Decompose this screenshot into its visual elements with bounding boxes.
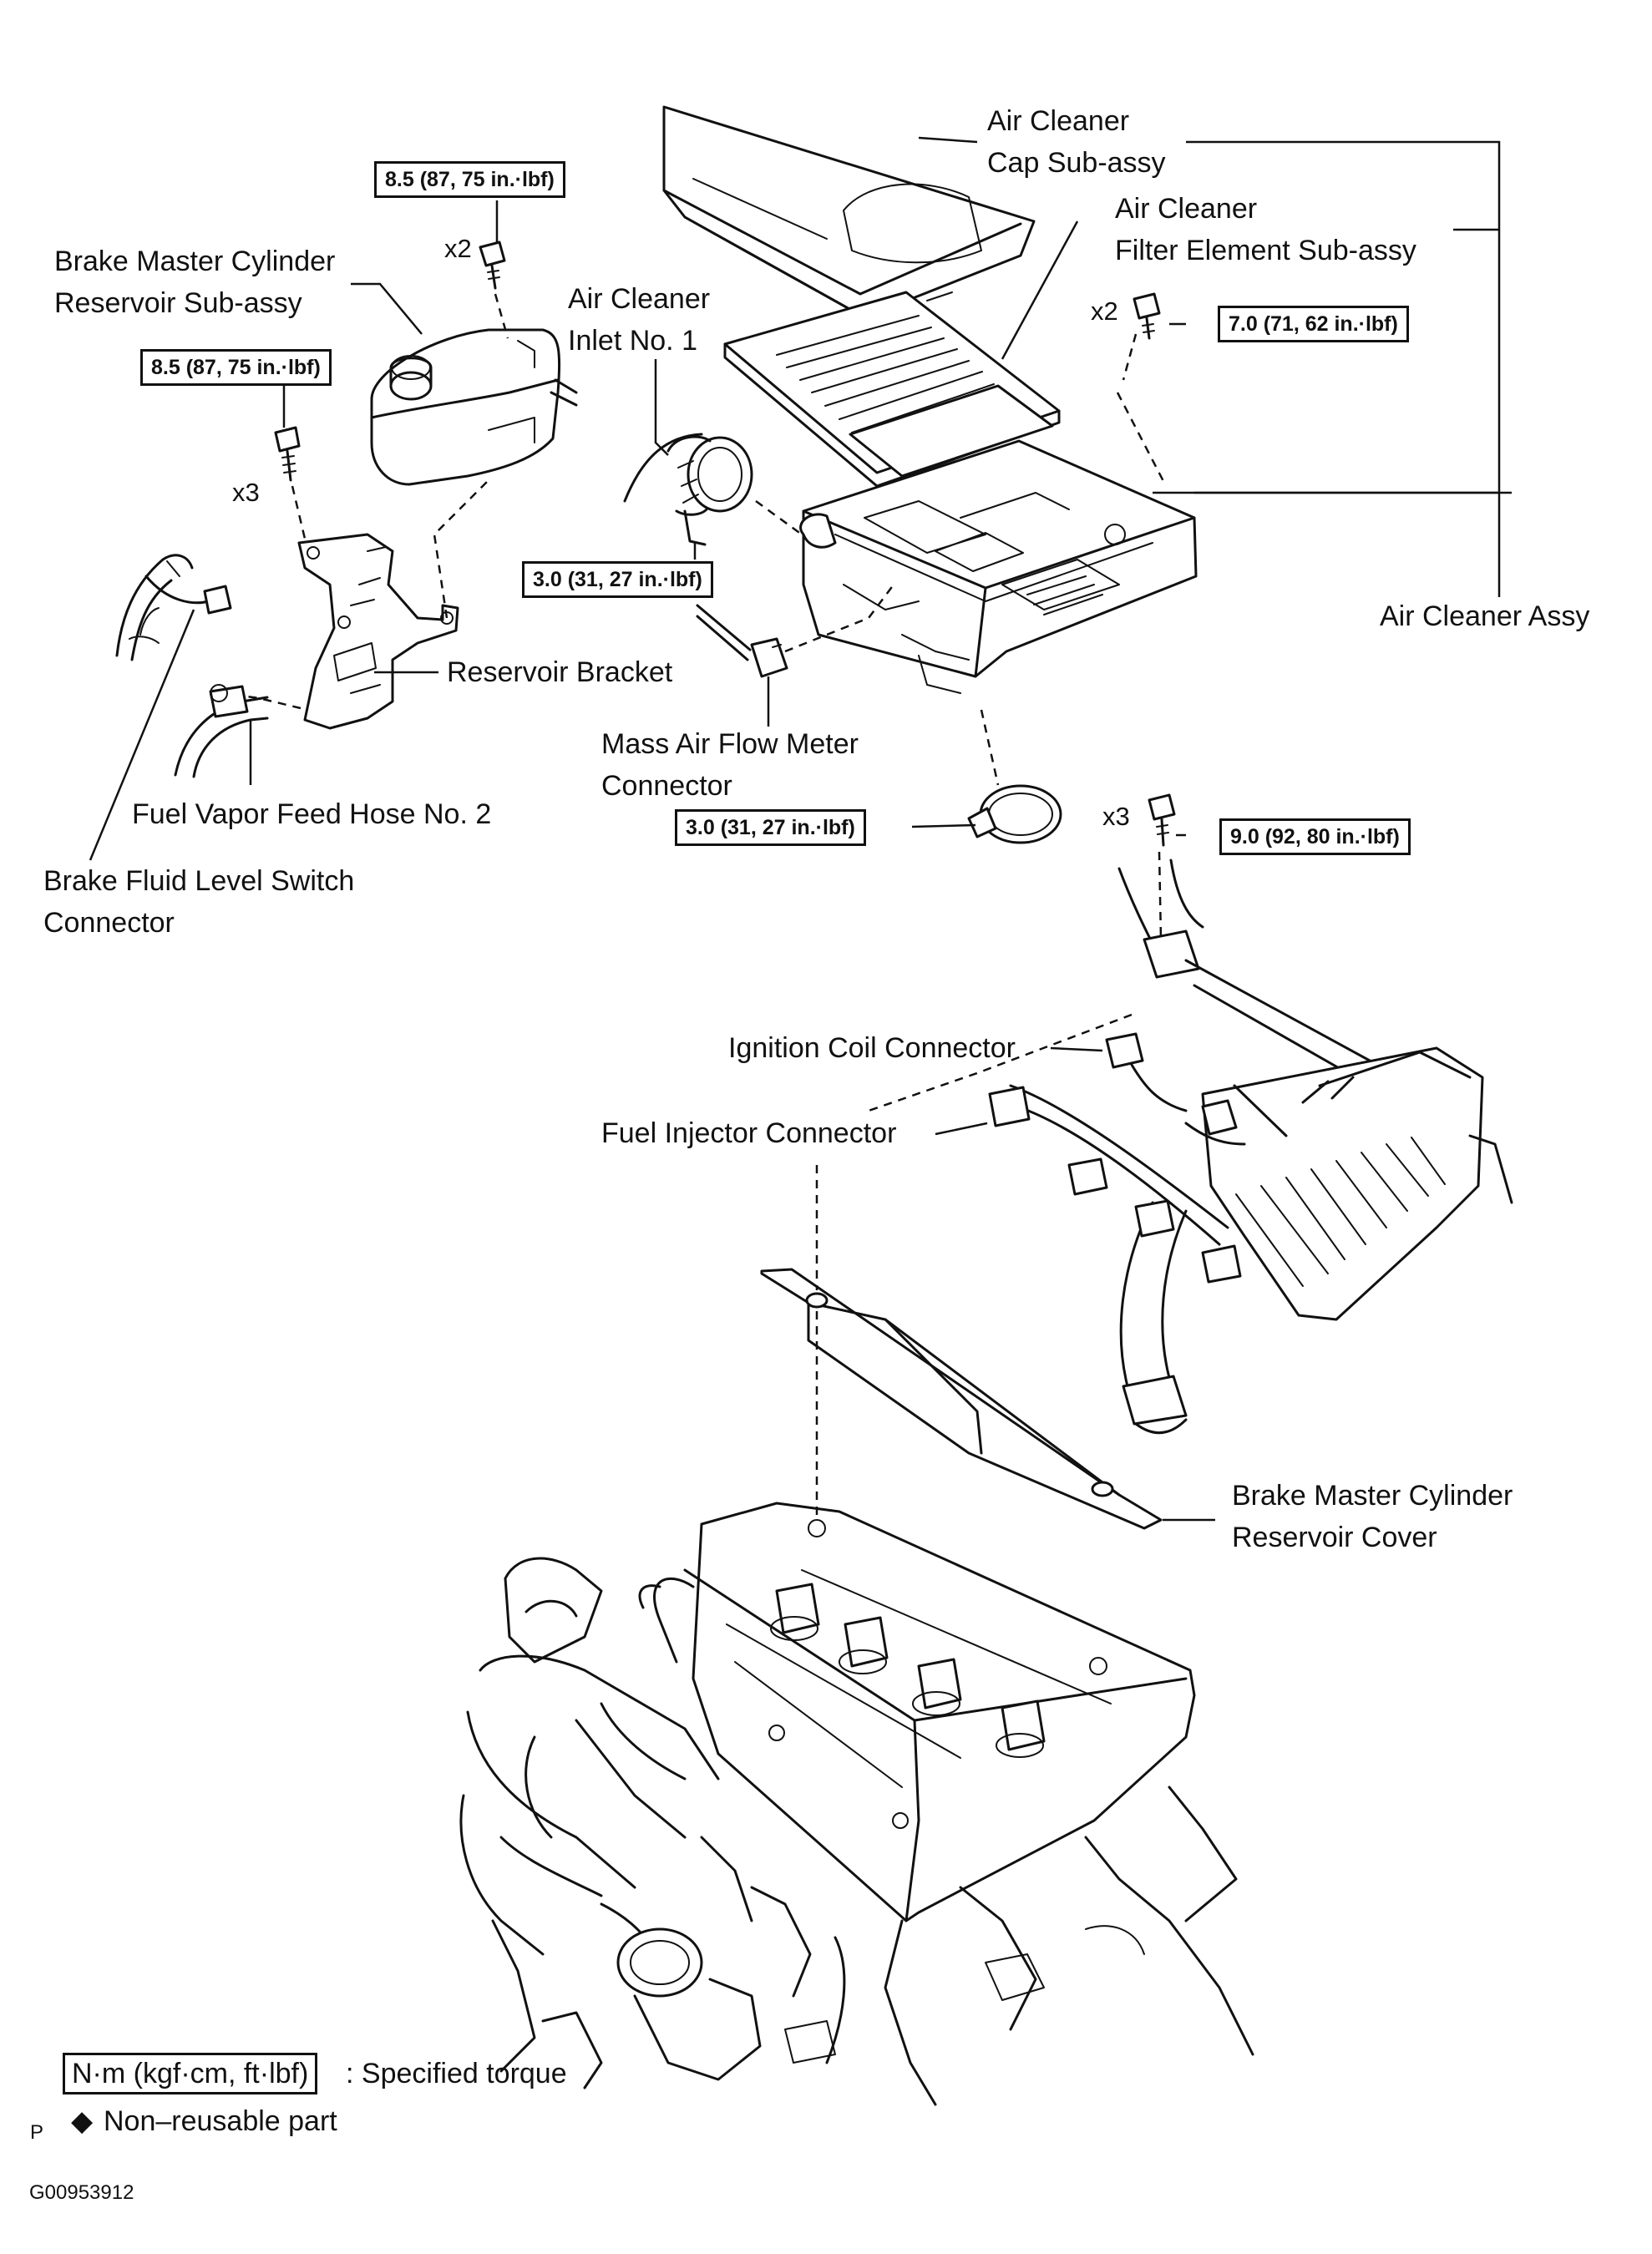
label-brake-fluid-level-switch: Brake Fluid Level Switch Connector [43,860,354,944]
label-cover-line2: Reservoir Cover [1232,1522,1437,1553]
label-air-cleaner-inlet: Air Cleaner Inlet No. 1 [568,278,710,362]
label-brake-master-cylinder-reservoir: Brake Master Cylinder Reservoir Sub-assy [54,241,335,324]
intake-assembly-drawing [1117,859,1513,1435]
air-cleaner-case-drawing [799,439,1198,694]
label-air-cleaner-filter-line2: Filter Element Sub-assy [1115,235,1416,266]
label-fuel-injector-connector: Fuel Injector Connector [601,1112,896,1154]
label-air-cleaner-cap-line1: Air Cleaner [987,105,1130,137]
label-mass-air-flow-meter: Mass Air Flow Meter Connector [601,723,859,807]
label-fuel-injector-text: Fuel Injector Connector [601,1117,897,1149]
label-fuel-vapor-feed-hose: Fuel Vapor Feed Hose No. 2 [132,793,491,835]
qty-reservoir-top: x2 [444,234,472,263]
brake-reservoir-drawing [370,328,578,486]
legend-torque-desc: : Specified torque [346,2058,567,2089]
label-brake-switch-line1: Brake Fluid Level Switch [43,865,355,897]
air-cleaner-cap-drawing [662,105,1036,319]
maf-connector-drawing [696,604,788,678]
legend-nonreusable-symbol: ◆ [71,2105,94,2137]
torque-bracket: 8.5 (87, 75 in.·lbf) [140,349,332,386]
legend-nonreusable-desc: Non–reusable part [104,2105,337,2137]
bracket-bolt-drawing [274,426,307,539]
fuel-vapor-hose-drawing [174,684,269,778]
corner-letter: P [30,2121,44,2144]
qty-ignition-bolts: x3 [1102,802,1130,831]
label-brake-switch-line2: Connector [43,907,175,939]
torque-inlet-clamp: 3.0 (31, 27 in.·lbf) [522,561,713,598]
label-fuel-vapor-text: Fuel Vapor Feed Hose No. 2 [132,798,492,830]
label-air-cleaner-filter: Air Cleaner Filter Element Sub-assy [1115,188,1416,271]
torque-ignition-bolts: 9.0 (92, 80 in.·lbf) [1219,818,1411,855]
ignition-bolt-drawing [1148,793,1176,847]
label-brake-master-cylinder-cover: Brake Master Cylinder Reservoir Cover [1232,1475,1513,1558]
outlet-clamp-drawing [967,784,1062,844]
label-air-cleaner-inlet-line2: Inlet No. 1 [568,325,697,357]
torque-air-cleaner-bolts: 7.0 (71, 62 in.·lbf) [1218,306,1409,342]
label-ignition-coil-connector: Ignition Coil Connector [728,1027,1016,1069]
label-air-cleaner-filter-line1: Air Cleaner [1115,193,1258,225]
qty-air-cleaner-bolts: x2 [1091,296,1118,326]
label-reservoir-bracket-text: Reservoir Bracket [447,656,673,688]
label-ignition-coil-text: Ignition Coil Connector [728,1032,1016,1064]
label-air-cleaner-inlet-line1: Air Cleaner [568,283,711,315]
legend-torque-unit-box: N·m (kgf·cm, ft·lbf) [63,2053,318,2094]
label-cover-line1: Brake Master Cylinder [1232,1480,1513,1512]
label-reservoir-bracket: Reservoir Bracket [447,651,672,693]
label-maf-line2: Connector [601,770,732,802]
label-brake-reservoir-line2: Reservoir Sub-assy [54,287,302,319]
label-maf-line1: Mass Air Flow Meter [601,728,859,760]
air-inlet-hose-drawing [623,433,753,516]
reservoir-bolt-drawing [479,241,509,339]
inlet-clamp-drawing [683,509,707,546]
brake-switch-wiring-drawing [115,554,232,661]
label-brake-reservoir-line1: Brake Master Cylinder [54,246,336,277]
torque-reservoir-top: 8.5 (87, 75 in.·lbf) [374,161,565,198]
qty-bracket: x3 [232,478,260,507]
fuel-injector-harness-drawing [988,1084,1288,1284]
ignition-coil-connector-drawing [1105,1032,1246,1146]
label-air-cleaner-cap-line2: Cap Sub-assy [987,147,1166,179]
torque-outlet-clamp: 3.0 (31, 27 in.·lbf) [675,809,866,846]
figure-id: G00953912 [29,2181,134,2204]
engine-drawing [459,1502,1254,2106]
label-air-cleaner-assy: Air Cleaner Assy [1380,595,1589,637]
reservoir-bracket-drawing [297,533,459,730]
reservoir-cover-drawing [760,1268,1163,1530]
alignment-lines [755,333,1167,1520]
label-air-cleaner-cap: Air Cleaner Cap Sub-assy [987,100,1166,184]
filter-element-drawing [723,291,1061,488]
air-cleaner-bolt-drawing [1133,292,1161,340]
label-air-cleaner-assy-text: Air Cleaner Assy [1380,600,1590,632]
